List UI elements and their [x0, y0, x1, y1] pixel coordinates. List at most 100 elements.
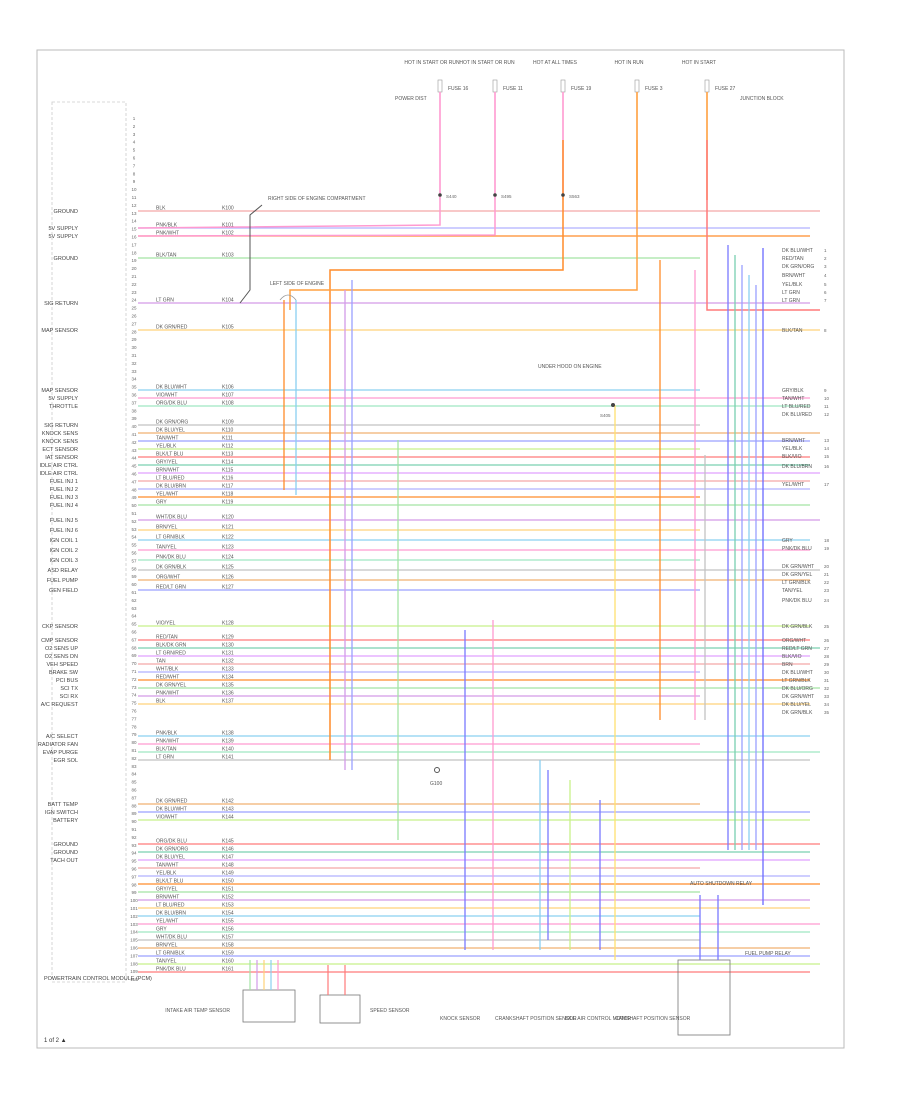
right-pin-number: 31: [824, 678, 830, 683]
pcm-pin-number: 108: [130, 961, 138, 966]
wire-circuit-label: K140: [222, 747, 234, 753]
wire-color-label: ORG/WHT: [156, 575, 180, 581]
pcm-pin-number: 98: [131, 882, 137, 887]
right-wire-label: DK BLU/WHT: [782, 248, 813, 254]
splice-note: UNDER HOOD ON ENGINE: [538, 364, 602, 370]
right-wire-label: BLK/VIO: [782, 654, 802, 660]
wire-circuit-label: K149: [222, 871, 234, 877]
right-pin-number: 24: [824, 598, 830, 603]
pcm-pin-number: 103: [130, 922, 138, 927]
splice-dot: [561, 193, 565, 197]
pcm-pin-number: 50: [131, 503, 137, 508]
relay-label: FUEL PUMP RELAY: [745, 951, 791, 957]
wire-color-label: GRY: [156, 500, 167, 506]
wire-circuit-label: K103: [222, 253, 234, 259]
wire-circuit-label: K142: [222, 799, 234, 805]
pcm-pin-label: TACH OUT: [50, 858, 78, 864]
wire-circuit-label: K137: [222, 699, 234, 705]
pcm-pin-label: FUEL INJ 2: [50, 487, 78, 493]
wire-color-label: TAN/YEL: [156, 959, 177, 965]
fuse-label: HOT IN START: [682, 60, 716, 66]
wire-color-label: RED/WHT: [156, 675, 179, 681]
pcm-pin-label: CMP SENSOR: [41, 638, 78, 644]
right-wire-label: GRY/BLK: [782, 388, 804, 394]
pcm-pin-number: 41: [131, 432, 137, 437]
wire-color-label: GRY/YEL: [156, 460, 178, 466]
right-wire-label: DK GRN/BLK: [782, 624, 813, 630]
right-pin-number: 11: [824, 404, 829, 409]
wire-circuit-label: K124: [222, 555, 234, 561]
pcm-pin-label: BRAKE SW: [49, 670, 79, 676]
wire-color-label: DK BLU/WHT: [156, 385, 187, 391]
wire-color-label: TAN/WHT: [156, 863, 178, 869]
pcm-pin-number: 99: [131, 890, 137, 895]
wire-color-label: DK BLU/WHT: [156, 807, 187, 813]
wire-color-label: YEL/BLK: [156, 871, 177, 877]
pcm-pin-number: 63: [131, 606, 137, 611]
pcm-pin-number: 37: [131, 400, 137, 405]
wire-color-label: BRN/YEL: [156, 525, 178, 531]
pcm-pin-label: RADIATOR FAN: [38, 742, 78, 748]
fuse-label: HOT IN START OR RUN: [404, 60, 460, 66]
right-pin-number: 9: [824, 388, 827, 393]
pcm-pin-number: 60: [131, 582, 137, 587]
wire-circuit-label: K109: [222, 420, 234, 426]
splice-label: S405: [600, 413, 611, 418]
pcm-pin-label: MAP SENSOR: [41, 328, 78, 334]
pcm-pin-number: 67: [131, 637, 137, 642]
pcm-pin-number: 1: [133, 116, 136, 121]
wire-circuit-label: K102: [222, 231, 234, 237]
right-wire-label: BRN/WHT: [782, 438, 805, 444]
wire-circuit-label: K121: [222, 525, 234, 531]
right-pin-number: 18: [824, 538, 830, 543]
pcm-pin-number: 75: [131, 701, 137, 706]
pcm-pin-number: 47: [131, 479, 137, 484]
wire-color-label: PNK/WHT: [156, 691, 179, 697]
pcm-pin-number: 76: [131, 709, 137, 714]
splice-label: S563: [569, 194, 580, 199]
pcm-pin-label: SIG RETURN: [44, 423, 78, 429]
wire-circuit-label: K128: [222, 621, 234, 627]
pcm-pin-number: 81: [131, 748, 137, 753]
right-wire-label: TAN/YEL: [782, 588, 803, 594]
pcm-pin-number: 44: [131, 456, 137, 461]
pcm-pin-label: IAT SENSOR: [45, 455, 78, 461]
wire-color-label: WHT/DK BLU: [156, 515, 187, 521]
pcm-pin-number: 12: [131, 203, 137, 208]
wire-color-label: YEL/WHT: [156, 492, 178, 498]
pcm-pin-number: 101: [130, 906, 138, 911]
pcm-pin-label: EVAP PURGE: [43, 750, 79, 756]
pcm-pin-number: 102: [130, 914, 138, 919]
pcm-pin-number: 109: [130, 969, 138, 974]
right-pin-number: 33: [824, 694, 830, 699]
wire-circuit-label: K139: [222, 739, 234, 745]
wire-color-label: BLK/DK GRN: [156, 643, 187, 649]
right-wire-label: DK GRN/WHT: [782, 694, 814, 700]
sensor-label: INTAKE AIR TEMP SENSOR: [165, 1008, 230, 1014]
splice-dot: [438, 193, 442, 197]
wire-color-label: PNK/WHT: [156, 739, 179, 745]
pcm-pin-number: 9: [133, 179, 136, 184]
splice-note: LEFT SIDE OF ENGINE: [270, 281, 325, 287]
pcm-pin-label: IDLE AIR CTRL: [39, 471, 78, 477]
pcm-pin-label: FUEL INJ 3: [50, 495, 78, 501]
right-wire-label: ORG/WHT: [782, 638, 806, 644]
pcm-pin-number: 21: [131, 274, 137, 279]
pcm-pin-number: 82: [131, 756, 137, 761]
pcm-pin-label: 5V SUPPLY: [48, 396, 78, 402]
right-wire-label: LT GRN/BLK: [782, 580, 811, 586]
right-wire-label: BRN: [782, 662, 793, 668]
wire-circuit-label: K132: [222, 659, 234, 665]
pcm-pin-number: 39: [131, 416, 137, 421]
wire-color-label: LT GRN: [156, 755, 174, 761]
pcm-pin-number: 73: [131, 685, 137, 690]
right-wire-label: GRY: [782, 538, 793, 544]
fuse-symbol: [634, 79, 640, 93]
right-wire-label: RED/LT GRN: [782, 646, 812, 652]
pcm-pin-number: 53: [131, 527, 137, 532]
wire-circuit-label: K106: [222, 385, 234, 391]
pcm-pin-number: 3: [133, 132, 136, 137]
right-pin-number: 2: [824, 256, 827, 261]
wire-circuit-label: K108: [222, 401, 234, 407]
